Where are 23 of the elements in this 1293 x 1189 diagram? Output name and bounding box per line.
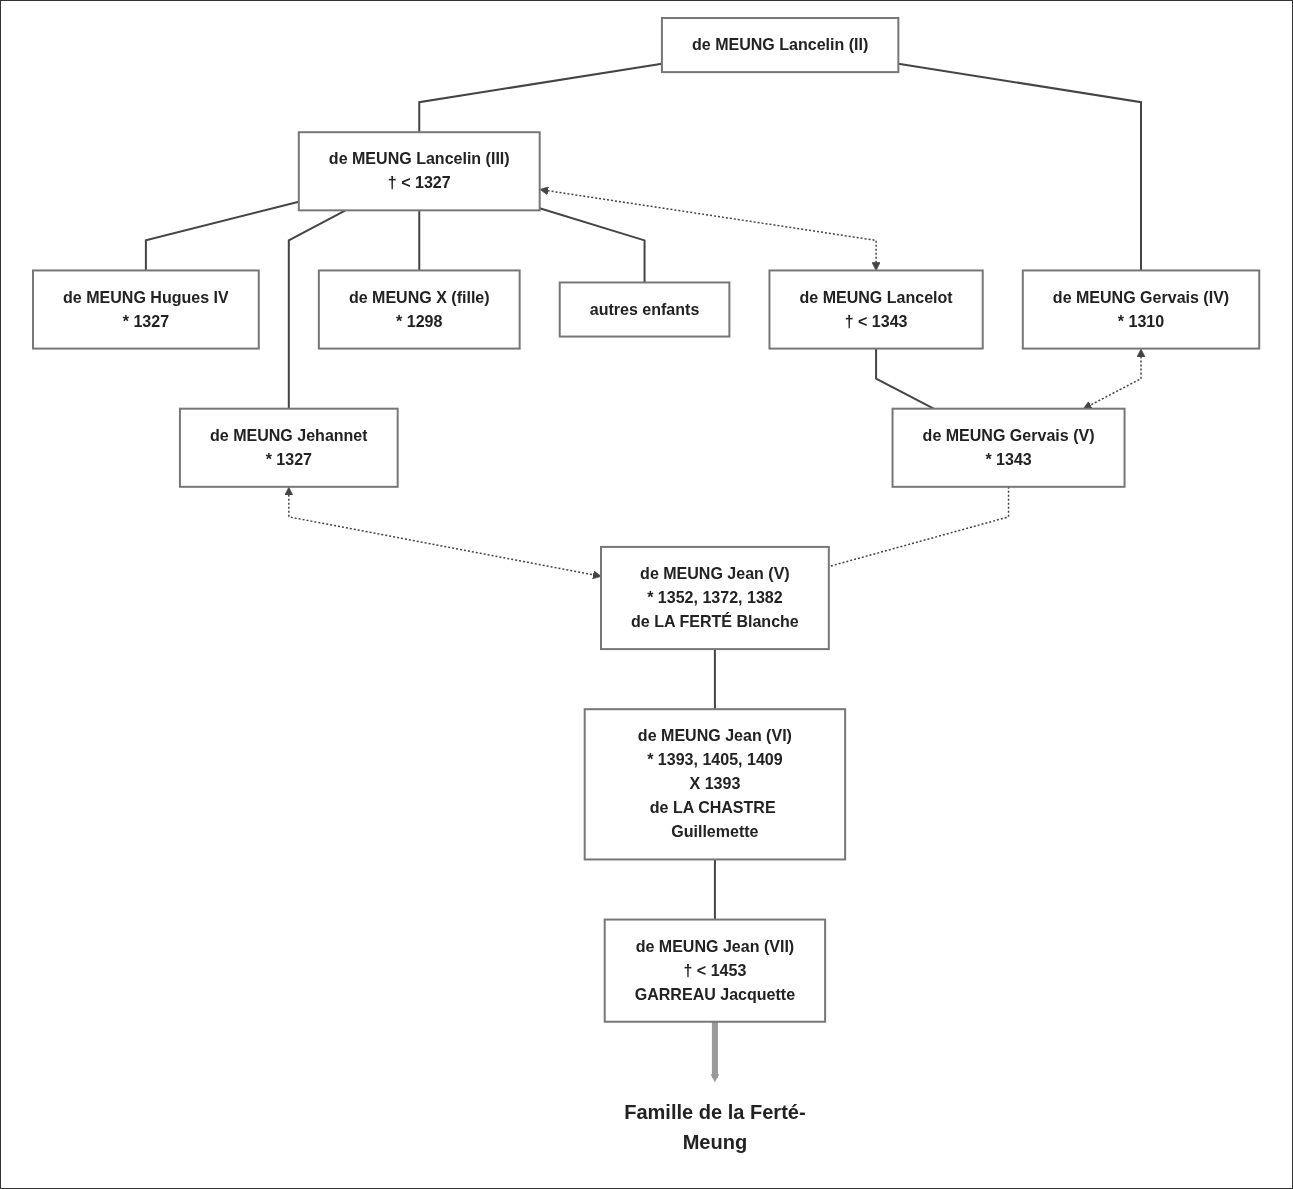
node-box: de MEUNG Gervais (IV) * 1310 xyxy=(1022,268,1261,350)
connector xyxy=(539,206,646,283)
node-box: de MEUNG Lancelot † < 1343 xyxy=(768,268,985,350)
arrow xyxy=(710,1021,720,1082)
arrow xyxy=(1083,348,1146,409)
arrow xyxy=(284,486,602,579)
node-text: Famille de la Ferté-Meung xyxy=(624,1100,807,1153)
connector xyxy=(288,208,347,410)
node-box: de MEUNG Jean (VII) † < 1453 GARREAU Jacquette xyxy=(604,918,827,1023)
node-box: de MEUNG Jehannet * 1327 xyxy=(179,407,400,488)
connector xyxy=(714,647,717,710)
node-box: de MEUNG Jean (VI) * 1393, 1405, 1409 X 1393 de LA CHASTRE Guillemette xyxy=(584,707,847,860)
arrow xyxy=(540,185,881,271)
connector xyxy=(875,347,936,410)
connector xyxy=(418,208,421,271)
node-box: de MEUNG X (fille) * 1298 xyxy=(318,268,522,350)
connector xyxy=(714,857,717,921)
node-box: de MEUNG Lancelin (III) † < 1327 xyxy=(298,130,542,211)
node-box: de MEUNG Gervais (V) * 1343 xyxy=(891,407,1126,488)
node-box: de MEUNG Hugues IV * 1327 xyxy=(32,268,261,350)
node-box: de MEUNG Jean (V) * 1352, 1372, 1382 de LA FERTÉ Blanche xyxy=(600,545,831,650)
node-box: autres enfants xyxy=(559,280,731,338)
node-box: de MEUNG Lancelin (II) xyxy=(661,16,900,73)
